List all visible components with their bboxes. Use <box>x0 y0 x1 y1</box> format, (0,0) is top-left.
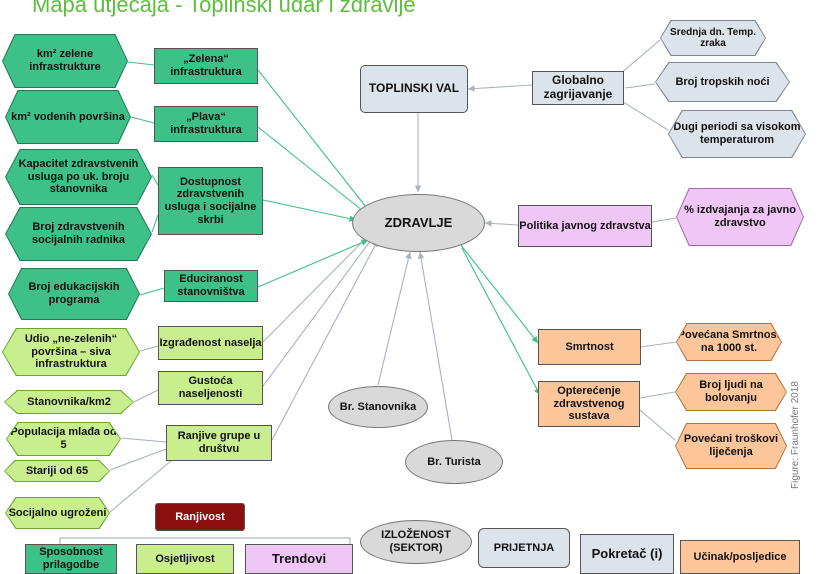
edge-ranjive-zdravlje <box>271 239 379 441</box>
edge-brojedu-educiranost <box>139 287 165 296</box>
legend-sposobnost: Sposobnost prilagodbe <box>25 544 117 574</box>
node-km-vodenih: km² vodenih površina <box>5 90 131 144</box>
edge-gustoca-zdravlje <box>262 235 375 387</box>
node-populacija: Populacija mlađa od 5 <box>6 422 121 456</box>
node-opterecenje: Opterećenje zdravstvenog sustava <box>538 381 640 427</box>
node-dostupnost: Dostupnost zdravstvenih usluga i socijal… <box>158 167 263 235</box>
edge-socijalno-ranjive <box>109 459 173 513</box>
edge-educiranost-zdravlje <box>257 239 369 288</box>
node-br-turista: Br. Turista <box>405 440 503 484</box>
edge-izdvajanja-politika <box>651 217 677 223</box>
page-title: Mapa utjecaja - Toplinski udar i zdravlj… <box>32 0 416 17</box>
edge-kmzelene-zelena <box>127 61 155 66</box>
node-ranjive-grupe: Ranjive grupe u društvu <box>166 425 272 461</box>
edge-plava-zdravlje <box>257 126 369 216</box>
edge-kapacitet-dostupnost <box>151 174 159 186</box>
legend-ranjivost: Ranjivost <box>155 503 245 531</box>
node-plava-infrastruktura: „Plava“ infrastruktura <box>154 106 258 142</box>
edge-brtur-zdravlje <box>417 251 453 441</box>
node-bolovanje: Broj ljudi na bolovanju <box>675 373 787 411</box>
node-stanovnika-km2: Stanovnika/km2 <box>4 390 134 414</box>
edge-stanovnika-gustoca <box>133 389 159 403</box>
edge-stariji-ranjive <box>109 448 167 471</box>
node-izgradenost: Izgrađenost naselja <box>158 326 263 360</box>
edge-udio-izgradenost <box>139 345 159 352</box>
node-br-stanovnika: Br. Stanovnika <box>328 386 428 428</box>
node-srednja-temp: Srednja dn. Temp. zraka <box>660 20 766 56</box>
node-dugi-periodi: Dugi periodi sa visokom temperaturom <box>668 110 806 158</box>
edge-dugi-globalno <box>619 99 669 131</box>
node-zdravlje: ZDRAVLJE <box>352 194 485 252</box>
node-izdvajanja: % izdvajanja za javno zdravstvo <box>676 188 804 246</box>
edge-opter-bolovanje <box>639 391 676 399</box>
edge-zelena-zdravlje <box>257 69 371 213</box>
node-udio: Udio „ne-zelenih“ površina – siva infras… <box>2 328 140 376</box>
legend-pokretac: Pokretač (i) <box>580 534 674 574</box>
edge-izgradenost-zdravlje <box>262 231 373 343</box>
node-globalno: Globalno zagrijavanje <box>532 71 624 105</box>
edge-populacija-ranjive <box>120 437 167 443</box>
figure-credit: Figure: Fraunhofer 2018 <box>790 381 801 489</box>
node-zelena-infrastruktura: „Zelena“ infrastruktura <box>154 48 258 84</box>
node-kapacitet: Kapacitet zdravstvenih usluga po uk. bro… <box>5 149 152 205</box>
edge-broj-dostupnost <box>151 214 159 233</box>
edge-srednja-globalno <box>619 39 661 75</box>
node-broj-socijalnih: Broj zdravstvenih socijalnih radnika <box>5 207 152 261</box>
node-troskovi: Povećani troškovi liječenja <box>675 423 787 469</box>
node-tropske-noci: Broj tropskih noći <box>655 62 790 102</box>
edge-dostupnost-zdravlje <box>262 199 357 222</box>
node-toplinski-val: TOPLINSKI VAL <box>360 65 468 113</box>
legend-trendovi: Trendovi <box>245 544 353 574</box>
node-stariji: Stariji od 65 <box>4 460 110 482</box>
node-broj-edukacijskih: Broj edukacijskih programa <box>8 268 140 320</box>
edge-kmvodenih-plava <box>130 116 155 124</box>
node-socijalno: Socijalno ugroženi <box>5 497 110 529</box>
node-gustoca: Gustoća naseljenosti <box>158 371 263 405</box>
edge-zdravlje-smrtnost <box>459 243 539 344</box>
legend-prijetnja: PRIJETNJA <box>478 528 570 568</box>
edge-politika-zdravlje <box>484 220 519 227</box>
legend-osjetljivost: Osjetljivost <box>136 544 234 574</box>
node-km-zelene: km² zelene infrastrukture <box>2 34 128 88</box>
node-politika: Politika javnog zdravstva <box>518 205 652 247</box>
edge-opter-troskovi <box>639 409 676 441</box>
legend-izlozenost: IZLOŽENOST (SEKTOR) <box>360 520 472 564</box>
legend-ucinak: Učinak/posljedice <box>680 540 800 574</box>
edge-globalno-toplinski <box>467 84 533 92</box>
edge-tropski-globalno <box>624 83 656 89</box>
node-educiranost: Educiranost stanovništva <box>164 270 258 302</box>
node-smrtnost: Smrtnost <box>538 329 641 365</box>
node-povecana-smrtnost: Povećana Smrtnost na 1000 st. <box>676 323 782 361</box>
edge-zdravlje-opter <box>461 247 541 396</box>
edge-smrtnost-povecana <box>640 341 677 348</box>
edge-brstan-zdravlje <box>377 251 412 386</box>
